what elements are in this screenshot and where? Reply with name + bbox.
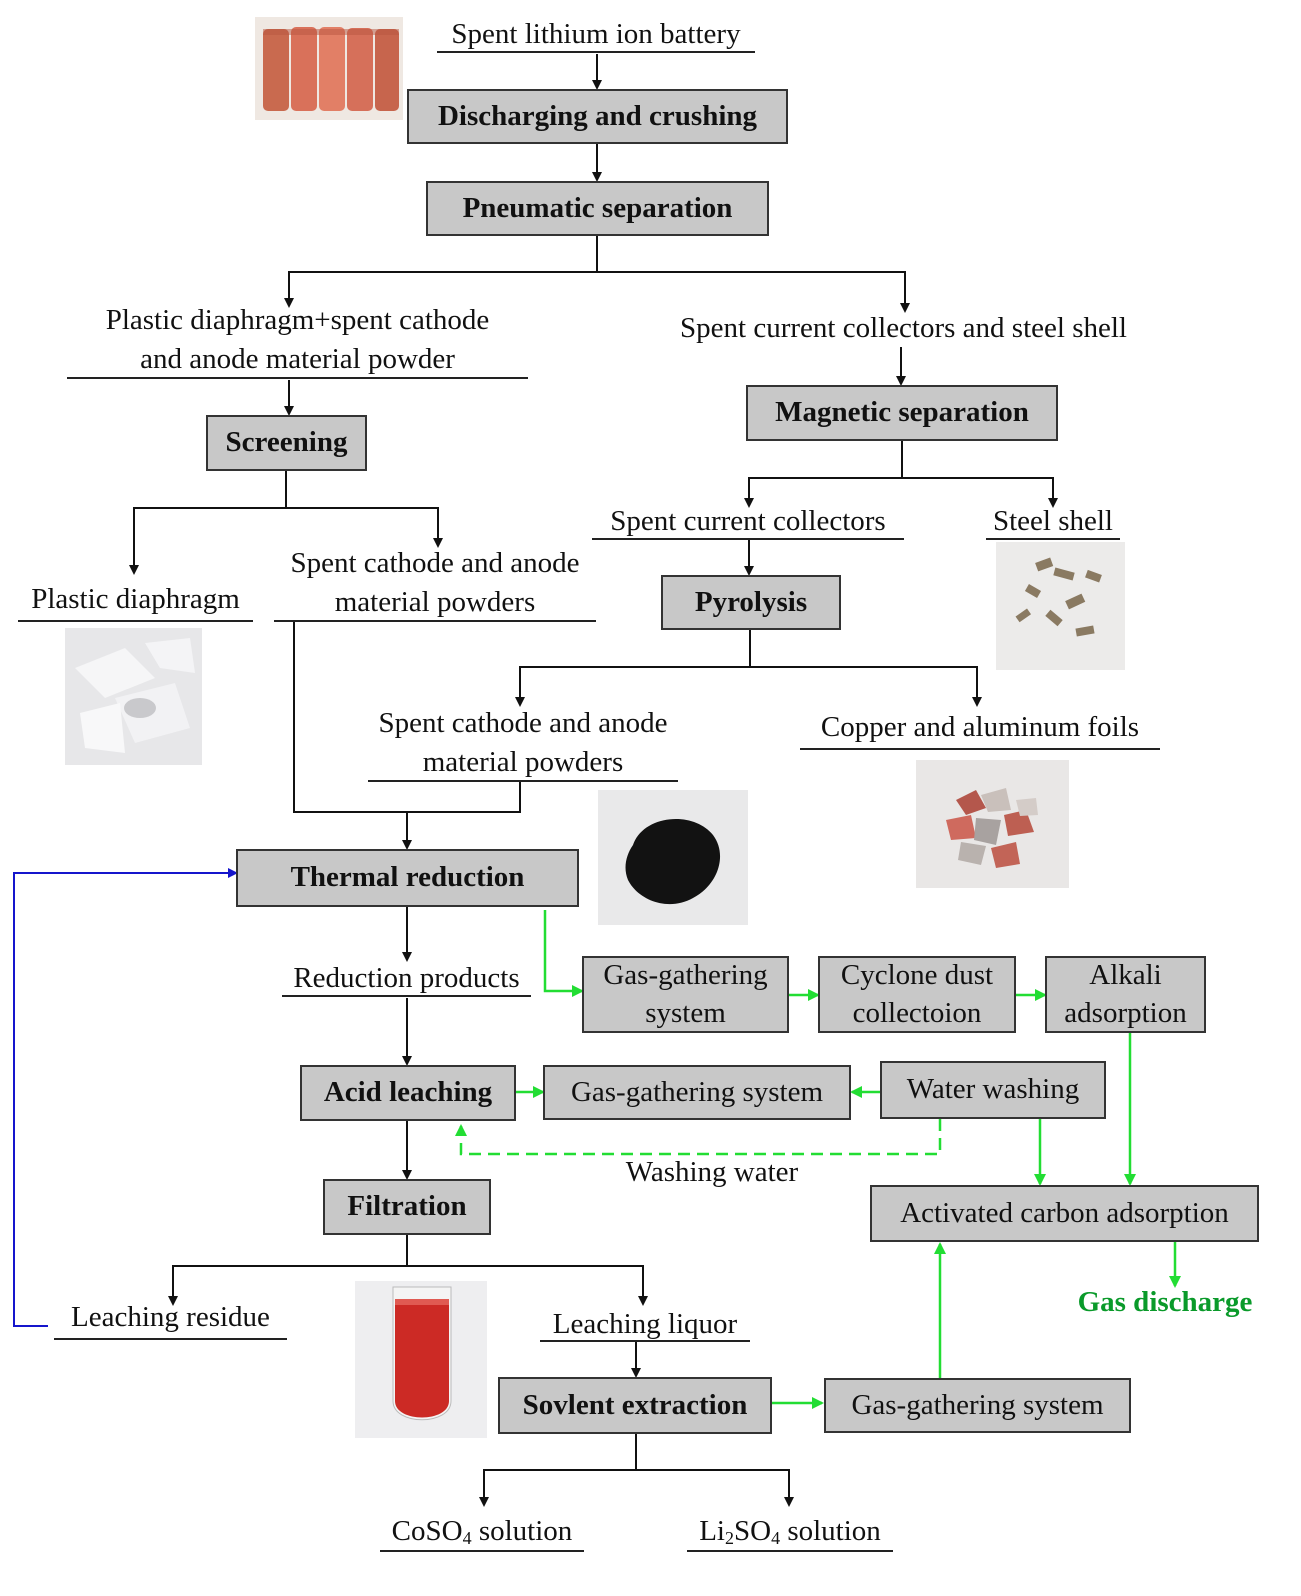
gas-gathering-system-1-box: Gas-gathering system xyxy=(582,956,789,1033)
solvent-extraction-box: Sovlent extraction xyxy=(498,1377,772,1434)
acid-leaching-box: Acid leaching xyxy=(300,1065,516,1121)
gas-discharge-label: Gas discharge xyxy=(1077,1286,1253,1318)
split-extraction xyxy=(479,1434,637,1507)
magnetic-separation-box: Magnetic separation xyxy=(746,385,1058,441)
screening-box: Screening xyxy=(206,415,367,471)
washing-water-label: Washing water xyxy=(625,1156,799,1188)
leaching-liquor-label: Leaching liquor xyxy=(540,1305,750,1342)
thermal-reduction-box: Thermal reduction xyxy=(236,849,579,907)
line-powders-a-to-thermal xyxy=(293,622,412,850)
recycle-residue-to-thermal xyxy=(13,868,238,1327)
split-pyrolysis xyxy=(515,630,751,707)
plastic-diaphragm-label: Plastic diaphragm xyxy=(18,580,253,622)
coso4-solution-label: CoSO4 solution xyxy=(380,1512,584,1552)
gas-gathering-system-3-box: Gas-gathering system xyxy=(824,1378,1131,1433)
split-filtration xyxy=(168,1235,408,1306)
discharging-crushing-box: Discharging and crushing xyxy=(407,89,788,144)
alkali-adsorption-box: Alkali adsorption xyxy=(1045,956,1206,1033)
split-magnetic xyxy=(744,441,903,508)
pyrolysis-box: Pyrolysis xyxy=(661,575,841,630)
collectors-shell-label: Spent current collectors and steel shell xyxy=(680,312,1127,344)
line-powders-b-to-thermal xyxy=(407,782,521,813)
split-pneumatic xyxy=(284,236,598,308)
spent-battery-label: Spent lithium ion battery xyxy=(437,15,755,53)
leaching-liquor-tube-photo xyxy=(355,1281,487,1438)
leaching-residue-label: Leaching residue xyxy=(54,1298,287,1340)
li2so4-solution-label: Li2SO4 solution xyxy=(687,1512,893,1552)
powders-b-label: Spent cathode and anode material powders xyxy=(368,704,678,782)
foils-label: Copper and aluminum foils xyxy=(800,708,1160,750)
plastic-mix-label: Plastic diaphragm+spent cathode and anod… xyxy=(67,301,528,379)
pneumatic-separation-box: Pneumatic separation xyxy=(426,181,769,236)
copper-aluminum-foils-photo xyxy=(916,760,1069,888)
filtration-box: Filtration xyxy=(323,1179,491,1235)
plastic-diaphragm-photo xyxy=(65,628,202,765)
reduction-products-label: Reduction products xyxy=(282,959,531,997)
cathode-powder-photo xyxy=(598,790,748,925)
water-washing-box: Water washing xyxy=(880,1061,1106,1119)
battery-cells-photo xyxy=(255,17,403,120)
gas-gathering-system-2-box: Gas-gathering system xyxy=(543,1065,851,1120)
gas-thermal-to-gather1 xyxy=(543,910,584,997)
cyclone-dust-collection-box: Cyclone dust collectoion xyxy=(818,956,1016,1033)
activated-carbon-adsorption-box: Activated carbon adsorption xyxy=(870,1185,1259,1242)
washing-water-return xyxy=(455,1119,942,1156)
powders-a-label: Spent cathode and anode material powders xyxy=(274,544,596,622)
split-screening xyxy=(129,471,287,575)
spent-collectors-label: Spent current collectors xyxy=(592,502,904,540)
steel-shell-photo xyxy=(996,542,1125,670)
steel-shell-label: Steel shell xyxy=(986,502,1120,540)
